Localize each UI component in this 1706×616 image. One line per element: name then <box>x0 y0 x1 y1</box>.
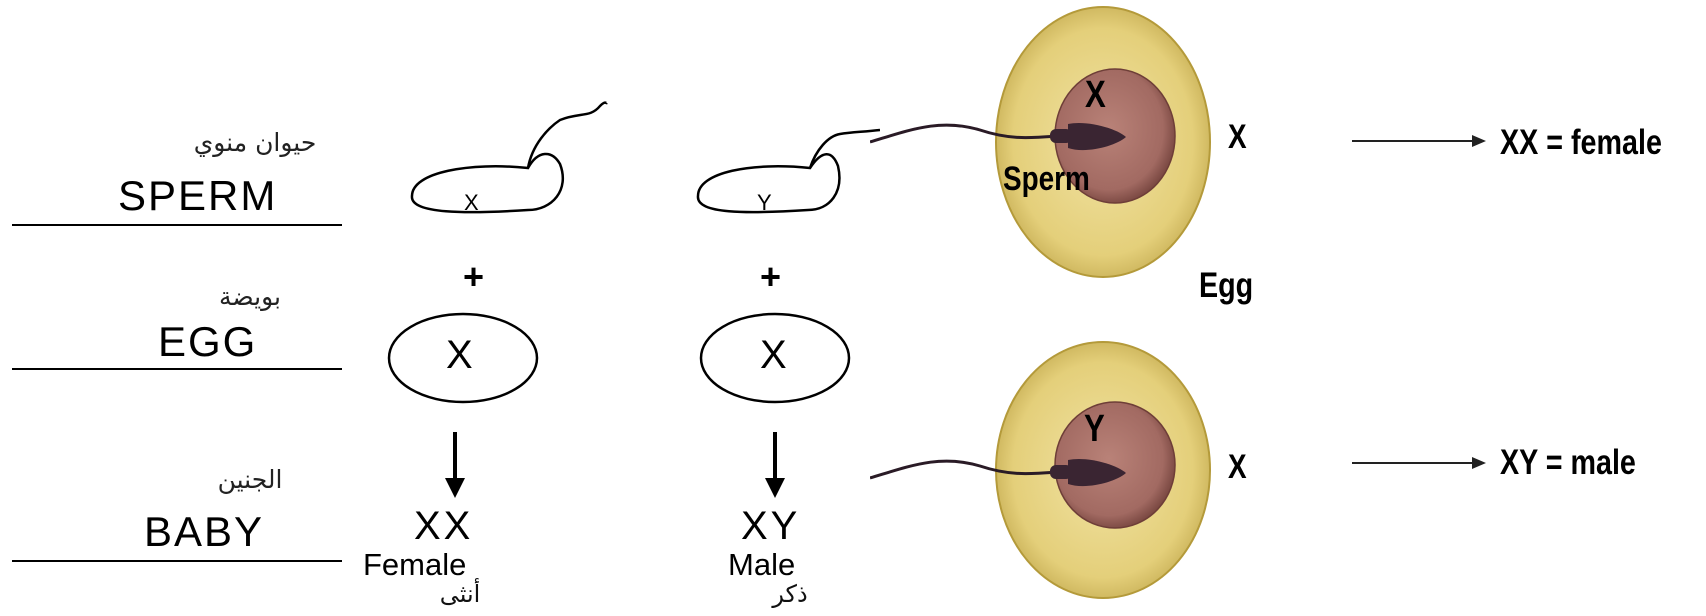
sperm-x-shape <box>412 103 607 213</box>
sperm-y-shape <box>698 130 880 212</box>
top-result: XX = female <box>1500 123 1662 163</box>
sex-female-label: Female <box>363 547 466 583</box>
top-egg-chromosome: X <box>1228 118 1247 157</box>
bottom-result: XY = male <box>1500 443 1636 483</box>
bottom-sperm-chromosome: Y <box>1084 408 1105 451</box>
egg-chromosome-x: X <box>446 333 473 378</box>
plus-sign: + <box>463 256 484 298</box>
right-diagram-shapes <box>870 0 1706 616</box>
arrow-right-icon <box>1352 135 1486 147</box>
arrow-down-icon <box>765 432 785 498</box>
top-sperm-label: Sperm <box>1003 160 1090 199</box>
sex-male-arabic: ذكر <box>740 580 840 608</box>
top-sperm-chromosome: X <box>1085 74 1106 117</box>
genotype-xy: XY <box>741 504 800 549</box>
sperm-chromosome-y: Y <box>757 190 772 216</box>
egg-chromosome-x: X <box>760 333 787 378</box>
genotype-xx: XX <box>414 504 473 549</box>
sperm-chromosome-x: X <box>464 190 479 216</box>
arrow-down-icon <box>445 432 465 498</box>
arrow-right-icon <box>1352 457 1486 469</box>
sex-male-label: Male <box>728 547 795 583</box>
plus-sign: + <box>760 256 781 298</box>
bottom-egg-chromosome: X <box>1228 448 1247 487</box>
sex-female-arabic: أنثى <box>410 580 510 608</box>
top-egg-label: Egg <box>1199 266 1253 306</box>
